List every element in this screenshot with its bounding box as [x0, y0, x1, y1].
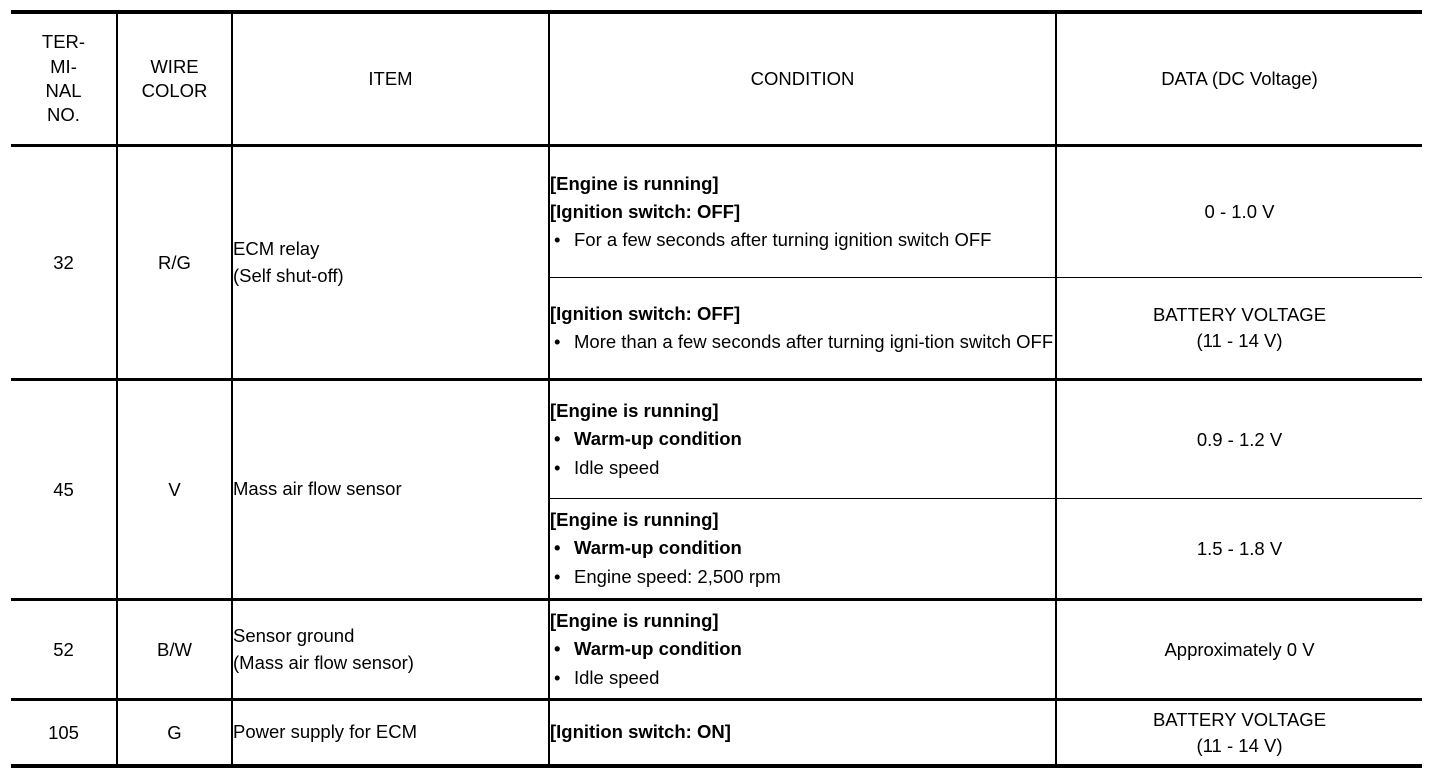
header-terminal-no-line-4: NO.	[47, 104, 80, 126]
header-row: TER- MI- NAL NO. WIRE COLOR ITEM CONDITI…	[11, 10, 1422, 146]
cell-data-voltage: BATTERY VOLTAGE (11 - 14 V)	[1055, 698, 1422, 768]
data-line: 0.9 - 1.2 V	[1196, 428, 1283, 450]
data-line: 0 - 1.0 V	[1204, 201, 1275, 223]
cell-condition: [Engine is running] Warm-up conditionEngi…	[548, 498, 1056, 600]
data-line: (11 - 14 V)	[1196, 330, 1283, 351]
header-data: DATA (DC Voltage)	[1055, 10, 1422, 146]
table-row: [Engine is running] Warm-up conditionEngi…	[11, 498, 1422, 600]
cell-condition: [Engine is running] Warm-up conditionIdle…	[548, 598, 1056, 700]
condition-bullet: More than a few seconds after turning ig…	[550, 328, 1055, 356]
header-terminal-no-line-2: MI-	[50, 55, 77, 77]
condition-heading: [Engine is running]	[550, 172, 719, 194]
condition-bullet: Warm-up condition	[550, 425, 1055, 453]
cell-condition: [Ignition switch: ON]	[548, 698, 1056, 768]
header-terminal-no-line-1: TER-	[41, 31, 86, 53]
header-wire-color: WIRE COLOR	[116, 10, 232, 146]
condition-heading: [Engine is running]	[550, 610, 719, 632]
header-condition: CONDITION	[548, 10, 1056, 146]
item-line: Mass air flow sensor	[233, 478, 402, 500]
cell-wire-color: B/W	[116, 598, 232, 700]
data-line: BATTERY VOLTAGE	[1152, 304, 1327, 326]
condition-heading: [Engine is running]	[550, 509, 719, 531]
cell-data-voltage: 0 - 1.0 V	[1055, 144, 1422, 278]
cell-item: Sensor ground (Mass air flow sensor)	[231, 598, 549, 700]
condition-bullet: Warm-up condition	[550, 534, 1055, 562]
cell-data-voltage: Approximately 0 V	[1055, 598, 1422, 700]
condition-bullet: Engine speed: 2,500 rpm	[550, 563, 1055, 591]
cell-terminal-no: 52	[11, 598, 117, 700]
cell-terminal-no: 45	[11, 378, 117, 600]
condition-heading: [Ignition switch: OFF]	[550, 200, 741, 222]
cell-item: Mass air flow sensor	[231, 378, 549, 600]
item-line: (Mass air flow sensor)	[233, 651, 414, 673]
table-row: [Ignition switch: OFF] More than a few se…	[11, 277, 1422, 380]
item-line: (Self shut-off)	[233, 264, 344, 286]
ecm-terminal-specification-table: TER- MI- NAL NO. WIRE COLOR ITEM CONDITI…	[11, 10, 1422, 768]
cell-condition: [Engine is running] Warm-up conditionIdle…	[548, 378, 1056, 499]
condition-bullet: For a few seconds after turning ignition…	[550, 226, 1055, 254]
condition-bullet: Idle speed	[550, 664, 1055, 692]
header-terminal-no: TER- MI- NAL NO.	[11, 10, 117, 146]
data-line: 1.5 - 1.8 V	[1196, 537, 1283, 559]
cell-wire-color: G	[116, 698, 232, 768]
cell-data-voltage: 1.5 - 1.8 V	[1055, 498, 1422, 600]
condition-heading: [Ignition switch: ON]	[550, 721, 731, 743]
header-terminal-no-line-3: NAL	[45, 80, 82, 101]
cell-data-voltage: 0.9 - 1.2 V	[1055, 378, 1422, 499]
condition-bullet: Warm-up condition	[550, 635, 1055, 663]
data-line: BATTERY VOLTAGE	[1152, 708, 1327, 730]
cell-terminal-no: 105	[11, 698, 117, 768]
condition-heading: [Ignition switch: OFF]	[550, 302, 741, 324]
table-header: TER- MI- NAL NO. WIRE COLOR ITEM CONDITI…	[11, 10, 1422, 146]
cell-wire-color: V	[116, 378, 232, 600]
header-wire-color-line-2: COLOR	[141, 80, 208, 101]
cell-data-voltage: BATTERY VOLTAGE (11 - 14 V)	[1055, 277, 1422, 380]
cell-condition: [Ignition switch: OFF] More than a few se…	[548, 277, 1056, 380]
data-line: (11 - 14 V)	[1196, 734, 1283, 756]
cell-item: Power supply for ECM	[231, 698, 549, 768]
cell-terminal-no: 32	[11, 144, 117, 380]
item-line: Sensor ground	[233, 625, 355, 647]
condition-bullet: Idle speed	[550, 454, 1055, 482]
item-line: Power supply for ECM	[233, 721, 418, 743]
data-line: Approximately 0 V	[1164, 638, 1315, 660]
item-line: ECM relay	[233, 238, 320, 260]
condition-heading: [Engine is running]	[550, 400, 719, 422]
header-wire-color-line-1: WIRE	[150, 55, 199, 77]
cell-item: ECM relay (Self shut-off)	[231, 144, 549, 380]
header-item: ITEM	[231, 10, 549, 146]
cell-wire-color: R/G	[116, 144, 232, 380]
cell-condition: [Engine is running] [Ignition switch: OFF…	[548, 144, 1056, 278]
